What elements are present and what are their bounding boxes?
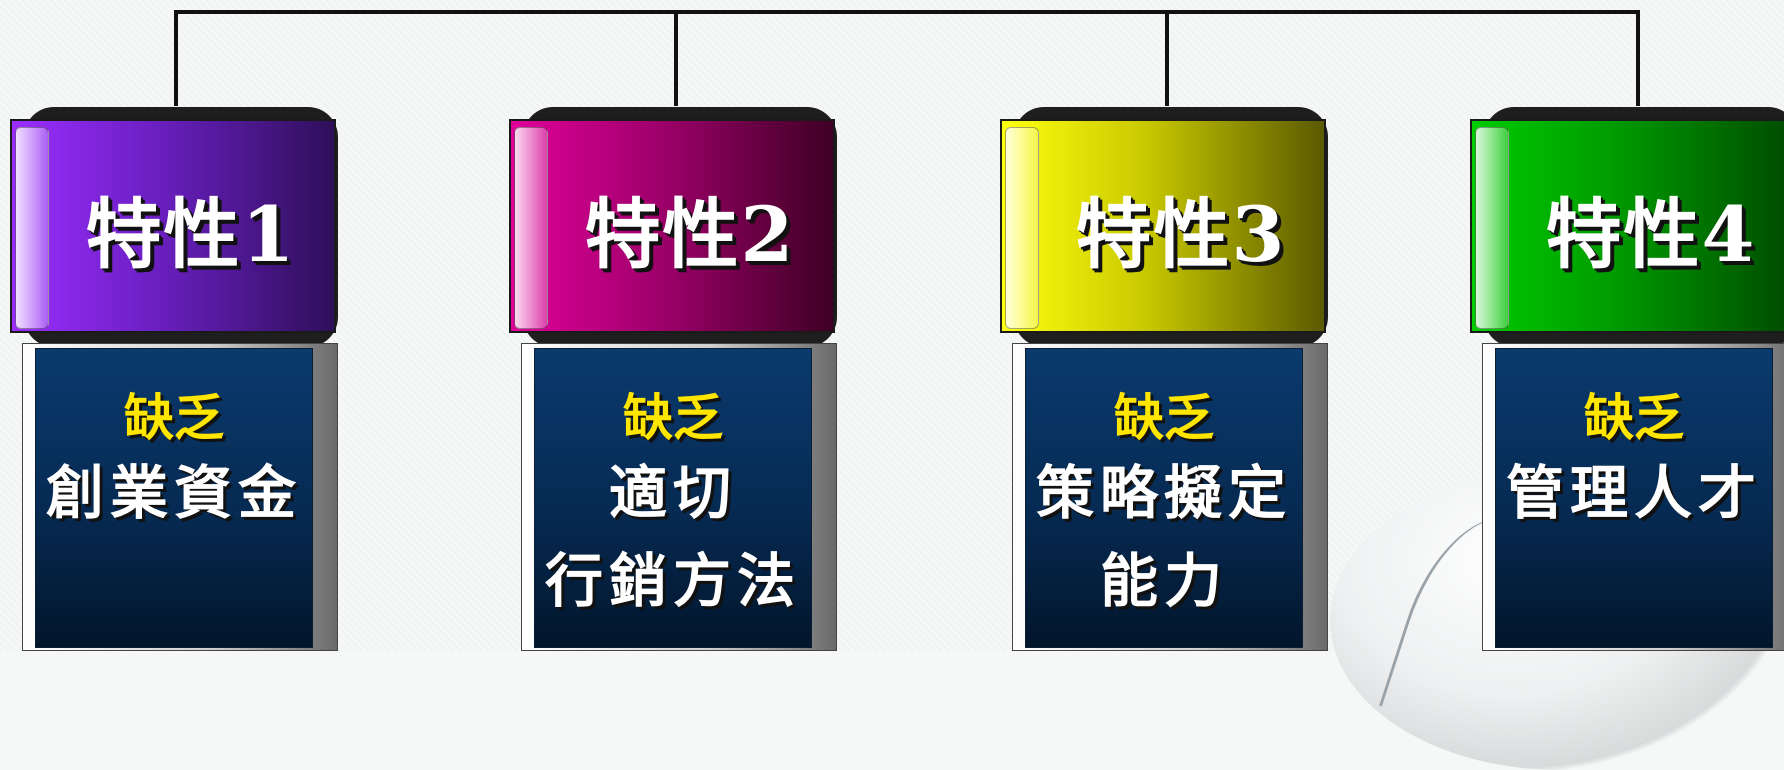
feature-line-1: 策略擬定 [1035, 459, 1292, 527]
feature-body-frame: 缺乏 管理人才 [1482, 343, 1784, 651]
feature-title: 特性1 [85, 190, 297, 279]
connector-lines [174, 10, 1640, 106]
feature-header: 特性3 [1000, 119, 1326, 333]
feature-title: 特性4 [1545, 190, 1757, 279]
feature-card-2: 特性2 缺乏 適切 行銷方法 [509, 105, 839, 651]
feature-line-1: 適切 [608, 459, 737, 527]
feature-header: 特性2 [509, 119, 835, 333]
feature-header: 特性1 [10, 119, 336, 333]
feature-body: 缺乏 適切 行銷方法 [534, 348, 812, 648]
feature-header: 特性4 [1470, 119, 1784, 333]
lack-label: 缺乏 [1584, 388, 1684, 447]
feature-card-4: 特性4 缺乏 管理人才 [1470, 105, 1784, 651]
feature-title: 特性3 [1075, 190, 1287, 279]
connector-bar [174, 10, 1640, 106]
header-tab [514, 127, 548, 329]
feature-line-2: 行銷方法 [544, 547, 801, 615]
lack-label: 缺乏 [623, 388, 723, 447]
feature-body-frame: 缺乏 適切 行銷方法 [521, 343, 837, 651]
feature-line-2: 能力 [1099, 547, 1228, 615]
header-tab [1475, 127, 1509, 329]
lack-label: 缺乏 [124, 388, 224, 447]
feature-card-1: 特性1 缺乏 創業資金 [10, 105, 340, 651]
feature-body: 缺乏 創業資金 [35, 348, 313, 648]
feature-line-1: 創業資金 [45, 459, 302, 527]
feature-card-3: 特性3 缺乏 策略擬定 能力 [1000, 105, 1330, 651]
feature-body: 缺乏 策略擬定 能力 [1025, 348, 1303, 648]
feature-body: 缺乏 管理人才 [1495, 348, 1773, 648]
feature-title: 特性2 [584, 190, 796, 279]
header-tab [1005, 127, 1039, 329]
feature-line-1: 管理人才 [1505, 459, 1762, 527]
lack-label: 缺乏 [1114, 388, 1214, 447]
feature-body-frame: 缺乏 創業資金 [22, 343, 338, 651]
feature-body-frame: 缺乏 策略擬定 能力 [1012, 343, 1328, 651]
header-tab [15, 127, 49, 329]
